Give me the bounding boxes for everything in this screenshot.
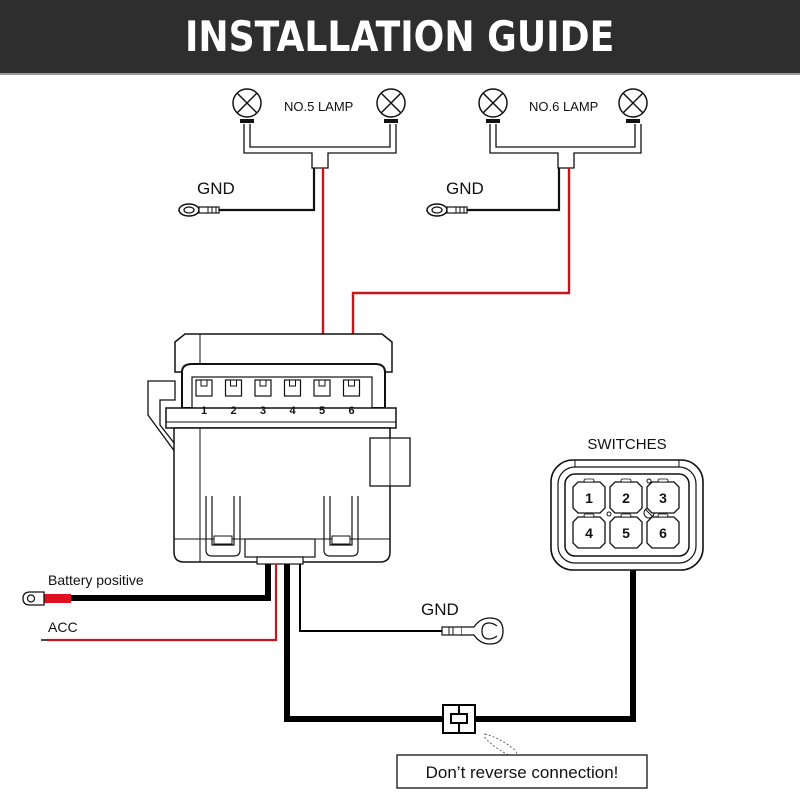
acc-wire [47, 564, 278, 642]
header-banner: INSTALLATION GUIDE [0, 0, 800, 75]
port-6: 6 [342, 379, 361, 417]
port-label: 6 [348, 405, 354, 417]
power-wiring: Battery positive ACC GND [22, 564, 636, 734]
switch-button-4[interactable]: 4 [572, 513, 606, 549]
lamp-icon [376, 88, 406, 124]
warning-callout: Don’t reverse connection! [396, 733, 648, 789]
lamp-label: NO.6 LAMP [529, 99, 598, 114]
battery-ring-terminal-icon [22, 591, 45, 606]
port-1: 1 [195, 379, 213, 417]
lamp-icon [478, 88, 508, 124]
port-label: 3 [260, 405, 266, 417]
lamp-icon [618, 88, 648, 124]
port-4: 4 [283, 379, 302, 417]
lamp-icon [232, 88, 262, 124]
gnd-fork-terminal-icon [441, 617, 504, 645]
lamp-group-6: NO.6 LAMP GND [426, 88, 648, 217]
lamp-harness [489, 124, 642, 169]
battery-label: Battery positive [48, 572, 144, 588]
switch-button-label: 5 [622, 525, 630, 541]
port-5: 5 [313, 379, 331, 417]
battery-fuse-sleeve [44, 594, 71, 603]
switch-button-6[interactable]: 6 [646, 513, 680, 549]
switch-button-1[interactable]: 1 [572, 478, 606, 514]
controller-ports: 1 2 3 4 5 6 [195, 379, 361, 417]
switch-button-label: 3 [659, 490, 667, 506]
switch-panel: SWITCHES 1 2 3 4 5 6 [550, 436, 704, 571]
switch-button-2[interactable]: 2 [609, 478, 643, 514]
switch-button-label: 4 [585, 525, 593, 541]
switch-button-label: 6 [659, 525, 667, 541]
controller-box [147, 333, 411, 565]
gnd-wire [466, 168, 561, 212]
gnd-label: GND [421, 600, 459, 619]
gnd-wire [299, 564, 444, 632]
port-3: 3 [254, 379, 272, 417]
switch-button-label: 1 [585, 490, 593, 506]
port-label: 5 [319, 405, 325, 417]
gnd-wire [218, 168, 316, 212]
ring-terminal-icon [426, 203, 468, 217]
warning-text: Don’t reverse connection! [426, 763, 619, 782]
battery-positive-wire [70, 564, 271, 601]
switch-button-3[interactable]: 3 [646, 478, 680, 514]
port-label: 2 [230, 405, 236, 417]
switch-button-5[interactable]: 5 [609, 513, 643, 549]
gnd-label: GND [197, 179, 235, 198]
port-label: 1 [201, 405, 207, 417]
switches-title: SWITCHES [587, 436, 666, 453]
page-title: INSTALLATION GUIDE [185, 12, 615, 61]
port-label: 4 [289, 405, 296, 417]
port-2: 2 [224, 379, 243, 417]
ring-terminal-icon [178, 203, 220, 217]
lamp-label: NO.5 LAMP [284, 99, 353, 114]
switch-button-label: 2 [622, 490, 630, 506]
gnd-label: GND [446, 179, 484, 198]
lamp-harness [243, 124, 397, 169]
switch-cable [284, 564, 636, 722]
lamp-group-5: NO.5 LAMP GND [178, 88, 406, 217]
acc-label: ACC [48, 619, 78, 635]
connector-icon [442, 704, 476, 734]
